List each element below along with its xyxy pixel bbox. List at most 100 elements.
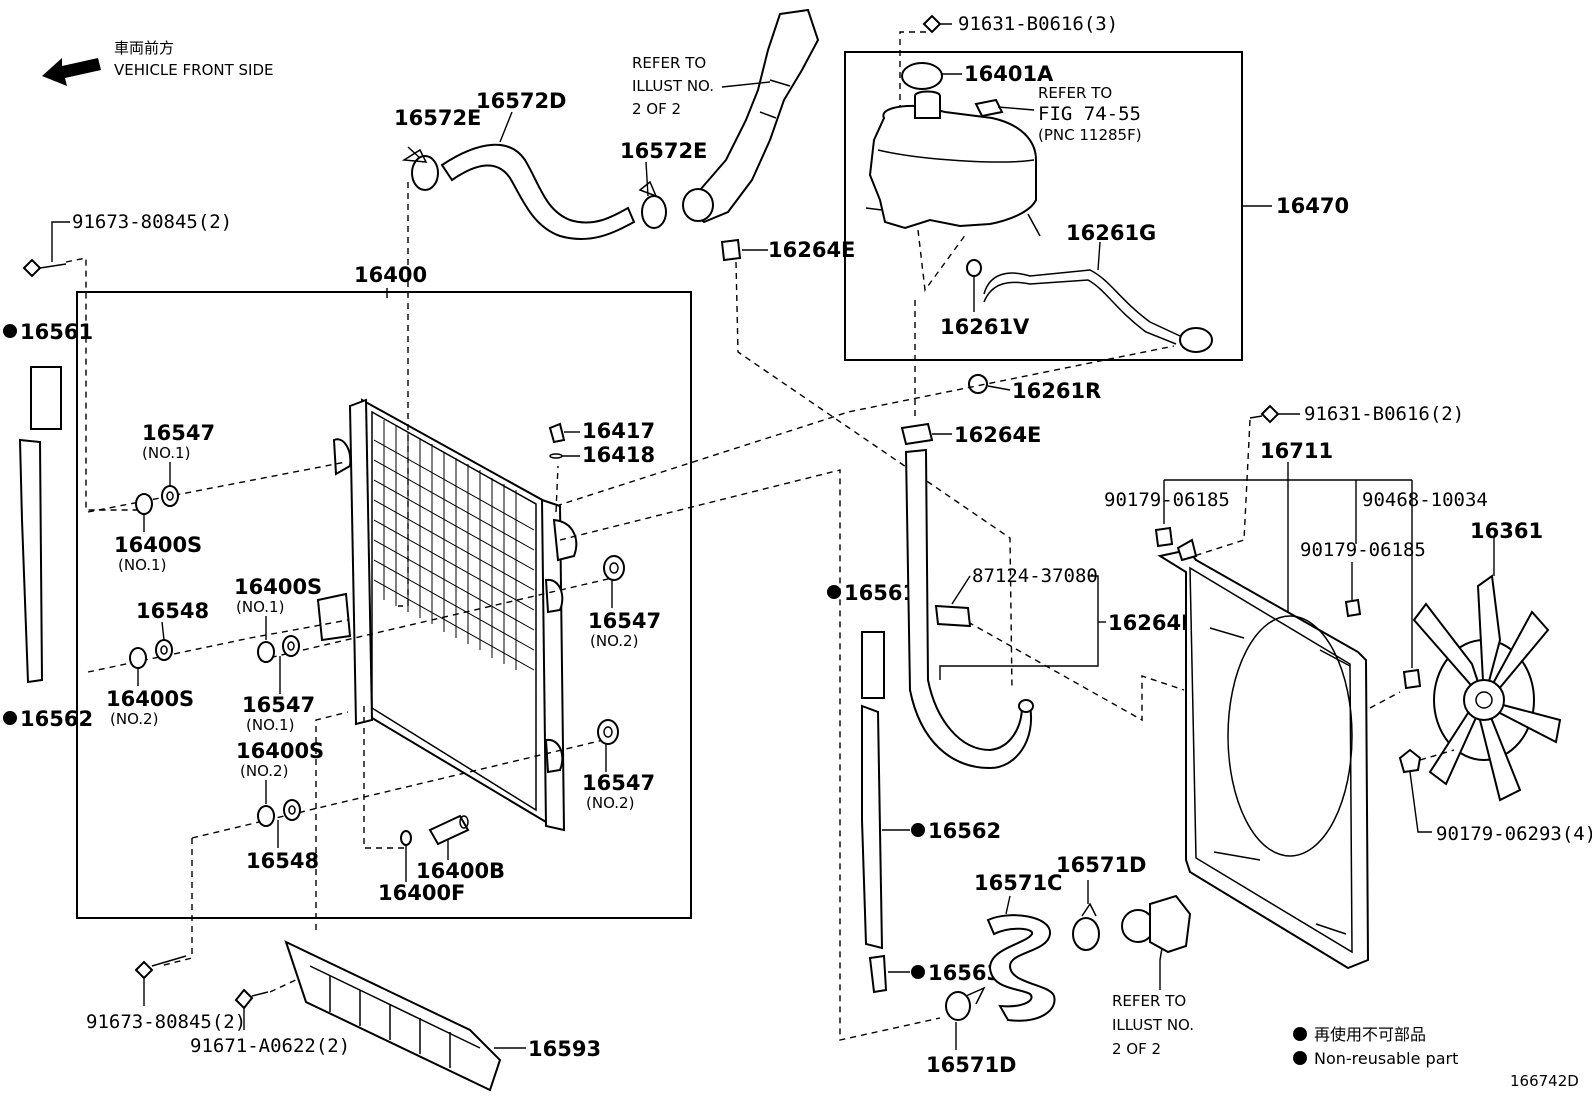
- label-16261V: 16261V: [940, 315, 1030, 339]
- hose-clamp-16572E-right[interactable]: [638, 180, 667, 229]
- dash-lower-cover: [315, 711, 349, 930]
- cushion-16547-no2-bottom[interactable]: [597, 719, 619, 745]
- dash-mount-no2-left: [87, 619, 349, 673]
- cooling-fan-16361[interactable]: [1412, 574, 1562, 802]
- label-16400F: 16400F: [378, 881, 465, 905]
- seal-16562-mid[interactable]: [861, 704, 884, 950]
- upper-hose-16572D[interactable]: [440, 143, 636, 240]
- hose-clamp-16261V[interactable]: [966, 259, 982, 277]
- label-16470: 16470: [1276, 194, 1349, 218]
- label-no2-b: (NO.2): [110, 710, 158, 728]
- label-16547-no1-b: 16547: [242, 693, 315, 717]
- water-outlet-assembly[interactable]: [1121, 894, 1192, 961]
- hose-clip-16264E-top[interactable]: [720, 238, 742, 262]
- label-16400S-no2-a: 16400S: [106, 687, 194, 711]
- dash-mount-no1-mid: [259, 577, 613, 661]
- label-bolt-91631-3: 91631-B0616(3): [958, 13, 1118, 35]
- bolt-91671-icon[interactable]: [234, 988, 269, 1010]
- clip-90179-a-icon[interactable]: [1154, 526, 1174, 548]
- oring-16418[interactable]: [549, 453, 563, 459]
- hose-clamp-16571D-bottom[interactable]: [945, 986, 986, 1021]
- leader-16261G: [1097, 241, 1101, 271]
- legend-dot-jp: [1293, 1027, 1307, 1041]
- lower-cover-16593[interactable]: [284, 940, 502, 1092]
- dash-cap: [555, 465, 559, 513]
- label-16261R: 16261R: [1012, 379, 1101, 403]
- washer-16547-no1-mid[interactable]: [282, 635, 300, 657]
- label-16572E-b: 16572E: [620, 139, 707, 163]
- bolt-91673-top-icon[interactable]: [22, 258, 67, 278]
- seal-16563[interactable]: [868, 954, 888, 994]
- seal-16561-left[interactable]: [30, 366, 62, 430]
- leader-16261R: [987, 385, 1011, 391]
- leader-90179-06293: [1409, 771, 1432, 833]
- hose-clamp-16571D-top[interactable]: [1072, 902, 1100, 951]
- seal-16562-left[interactable]: [18, 438, 44, 684]
- non-reusable-dot-16563: [911, 965, 925, 979]
- leader-16571C: [1005, 895, 1011, 915]
- hose-clip-16264E-mid[interactable]: [900, 422, 934, 446]
- label-refer-top-1: REFER TO: [632, 54, 706, 72]
- label-16572E-a: 16572E: [394, 106, 481, 130]
- label-refer-top-3: 2 OF 2: [632, 100, 681, 118]
- rubber-cap-16417[interactable]: [548, 422, 566, 444]
- label-16400B: 16400B: [416, 859, 505, 883]
- label-16264D: 16264D: [1108, 611, 1199, 635]
- label-90468: 90468-10034: [1362, 489, 1488, 511]
- cushion-16400S-no2-left[interactable]: [129, 647, 147, 669]
- front-label-en: VEHICLE FRONT SIDE: [114, 61, 274, 79]
- nut-90179-06293-icon[interactable]: [1398, 748, 1422, 774]
- washer-16548-bottom[interactable]: [283, 799, 301, 821]
- label-16571C: 16571C: [974, 871, 1062, 895]
- overflow-hose-16261G[interactable]: [983, 269, 1213, 353]
- label-no1-a: (NO.1): [142, 444, 190, 462]
- cushion-16547-no2-top[interactable]: [603, 555, 625, 581]
- dash-shroud-fan: [1369, 691, 1401, 709]
- cushion-16400S-no2-bottom[interactable]: [257, 805, 275, 827]
- cushion-16400S-no1-top[interactable]: [135, 493, 153, 515]
- hose-clip-16261R[interactable]: [968, 374, 988, 394]
- hose-clamp-16572E-left[interactable]: [401, 148, 439, 191]
- cushion-16400S-no1-mid[interactable]: [257, 641, 275, 663]
- dash-hose-to-radiator: [398, 182, 409, 607]
- bolt-91631-right-icon[interactable]: [1249, 404, 1280, 424]
- label-16264E-a: 16264E: [768, 238, 855, 262]
- clip-90179-b-icon[interactable]: [1344, 598, 1362, 618]
- drain-cock-plug-16400B[interactable]: [428, 814, 470, 846]
- seal-16561-mid[interactable]: [861, 631, 885, 699]
- clip-90468-icon[interactable]: [1402, 668, 1422, 690]
- leader-87124: [951, 575, 971, 605]
- label-refer-top-2: ILLUST NO.: [632, 77, 714, 95]
- bolt-91631-top-icon[interactable]: [922, 14, 952, 34]
- label-90179-b: 90179-06185: [1300, 539, 1426, 561]
- dash-mount-no1-top: [87, 461, 347, 513]
- label-16563: 16563: [928, 961, 1001, 985]
- lower-hose-16571C[interactable]: [986, 914, 1056, 1022]
- non-reusable-dot-16562-mid: [911, 823, 925, 837]
- dash-bolt-cover: [269, 977, 301, 993]
- reserve-tank-body[interactable]: [865, 90, 1041, 237]
- label-bolt-91673-bottom: 91673-80845(2): [86, 1011, 246, 1033]
- label-16547-no1-a: 16547: [142, 421, 215, 445]
- washer-16548-left[interactable]: [155, 639, 173, 661]
- oring-16400F[interactable]: [400, 830, 412, 846]
- label-16572D: 16572D: [476, 89, 567, 113]
- leader-16572E-a: [407, 146, 421, 159]
- radiator-core-16400[interactable]: [316, 398, 578, 832]
- reserve-tank-cap-16401A[interactable]: [901, 62, 943, 90]
- label-16547-no2-a: 16547: [588, 609, 661, 633]
- label-16547-no2-b: 16547: [582, 771, 655, 795]
- label-no1-d: (NO.1): [246, 716, 294, 734]
- label-no1-c: (NO.1): [236, 598, 284, 616]
- fan-shroud-16711[interactable]: [1157, 538, 1370, 970]
- leader-refer-fig: [997, 106, 1035, 111]
- hose-clamp-87124[interactable]: [934, 604, 972, 628]
- bolt-91673-bottom-icon[interactable]: [134, 955, 187, 980]
- label-refer-fig-2: FIG 74-55: [1038, 103, 1141, 125]
- label-87124: 87124-37080: [972, 565, 1098, 587]
- label-90179-06293: 90179-06293(4): [1436, 823, 1592, 845]
- label-no2-d: (NO.2): [586, 794, 634, 812]
- radiator-inlet-pipe[interactable]: [682, 8, 820, 224]
- reserve-hose-16264D[interactable]: [904, 448, 1034, 770]
- washer-16547-no1-top[interactable]: [161, 485, 179, 507]
